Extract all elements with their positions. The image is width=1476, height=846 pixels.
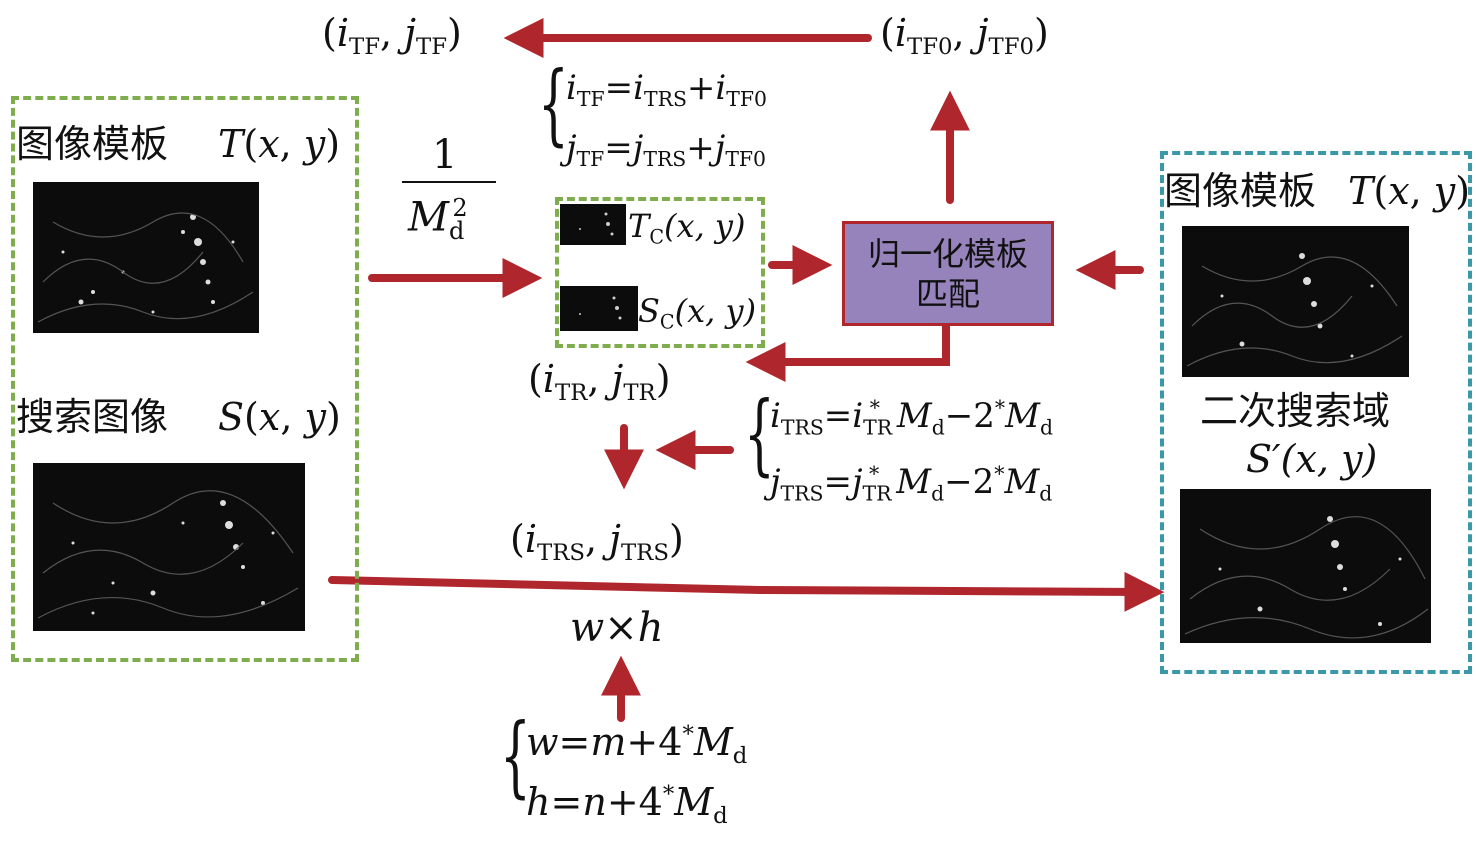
result-tf0: (iTF0, jTF0) — [880, 11, 1049, 60]
template-label-right: 图像模板 — [1164, 169, 1317, 213]
template-image-left — [33, 182, 259, 333]
left-input-box — [11, 96, 359, 662]
fraction-bar — [402, 181, 496, 183]
result-tf: (iTF, jTF) — [322, 11, 462, 60]
eq-w: w=m+4*Md — [526, 720, 748, 769]
window-size: w×h — [570, 605, 664, 651]
template-func-right: T(x, y) — [1348, 169, 1471, 213]
search-label-left: 搜索图像 — [16, 395, 169, 439]
template-image-right — [1182, 226, 1409, 377]
tc-func: TC(x, y) — [628, 207, 746, 249]
domain-image-right — [1180, 489, 1431, 643]
arrow-search-to-domain — [328, 571, 1165, 612]
arrow-process-to-tr — [745, 318, 950, 382]
eq-jtrs: jTRS=jTR*Md−2*Md — [770, 462, 1053, 506]
sc-func: SC(x, y) — [638, 292, 757, 334]
ncc-matching-process: 归一化模板 匹配 — [842, 221, 1054, 326]
template-label-left: 图像模板 — [16, 122, 169, 166]
eq-itf: iTF=iTRS+iTF0 — [566, 68, 768, 112]
result-trs: (iTRS, jTRS) — [510, 517, 684, 566]
coarse-template-image — [560, 204, 626, 245]
eq-jtf: jTF=jTRS+jTF0 — [566, 128, 767, 172]
domain-label-right: 二次搜索域 — [1200, 389, 1391, 433]
scale-numerator: 1 — [432, 132, 458, 178]
coarse-search-image — [560, 286, 638, 331]
brace-bottom: { — [500, 704, 531, 807]
scale-denominator: Md2 — [408, 194, 468, 245]
eq-h: h=n+4*Md — [526, 780, 728, 829]
search-func-left: S(x, y) — [218, 395, 341, 439]
result-tr: (iTR, jTR) — [528, 357, 671, 406]
right-domain-box — [1160, 151, 1472, 674]
domain-func-right: S′(x, y) — [1246, 437, 1378, 481]
coarse-box — [555, 197, 765, 348]
brace-top: { — [538, 52, 569, 155]
search-image-left — [33, 463, 305, 631]
brace-mid: { — [744, 382, 775, 485]
eq-itrs: iTRS=iTR*Md−2*Md — [770, 396, 1054, 440]
template-func-left: T(x, y) — [218, 122, 341, 166]
